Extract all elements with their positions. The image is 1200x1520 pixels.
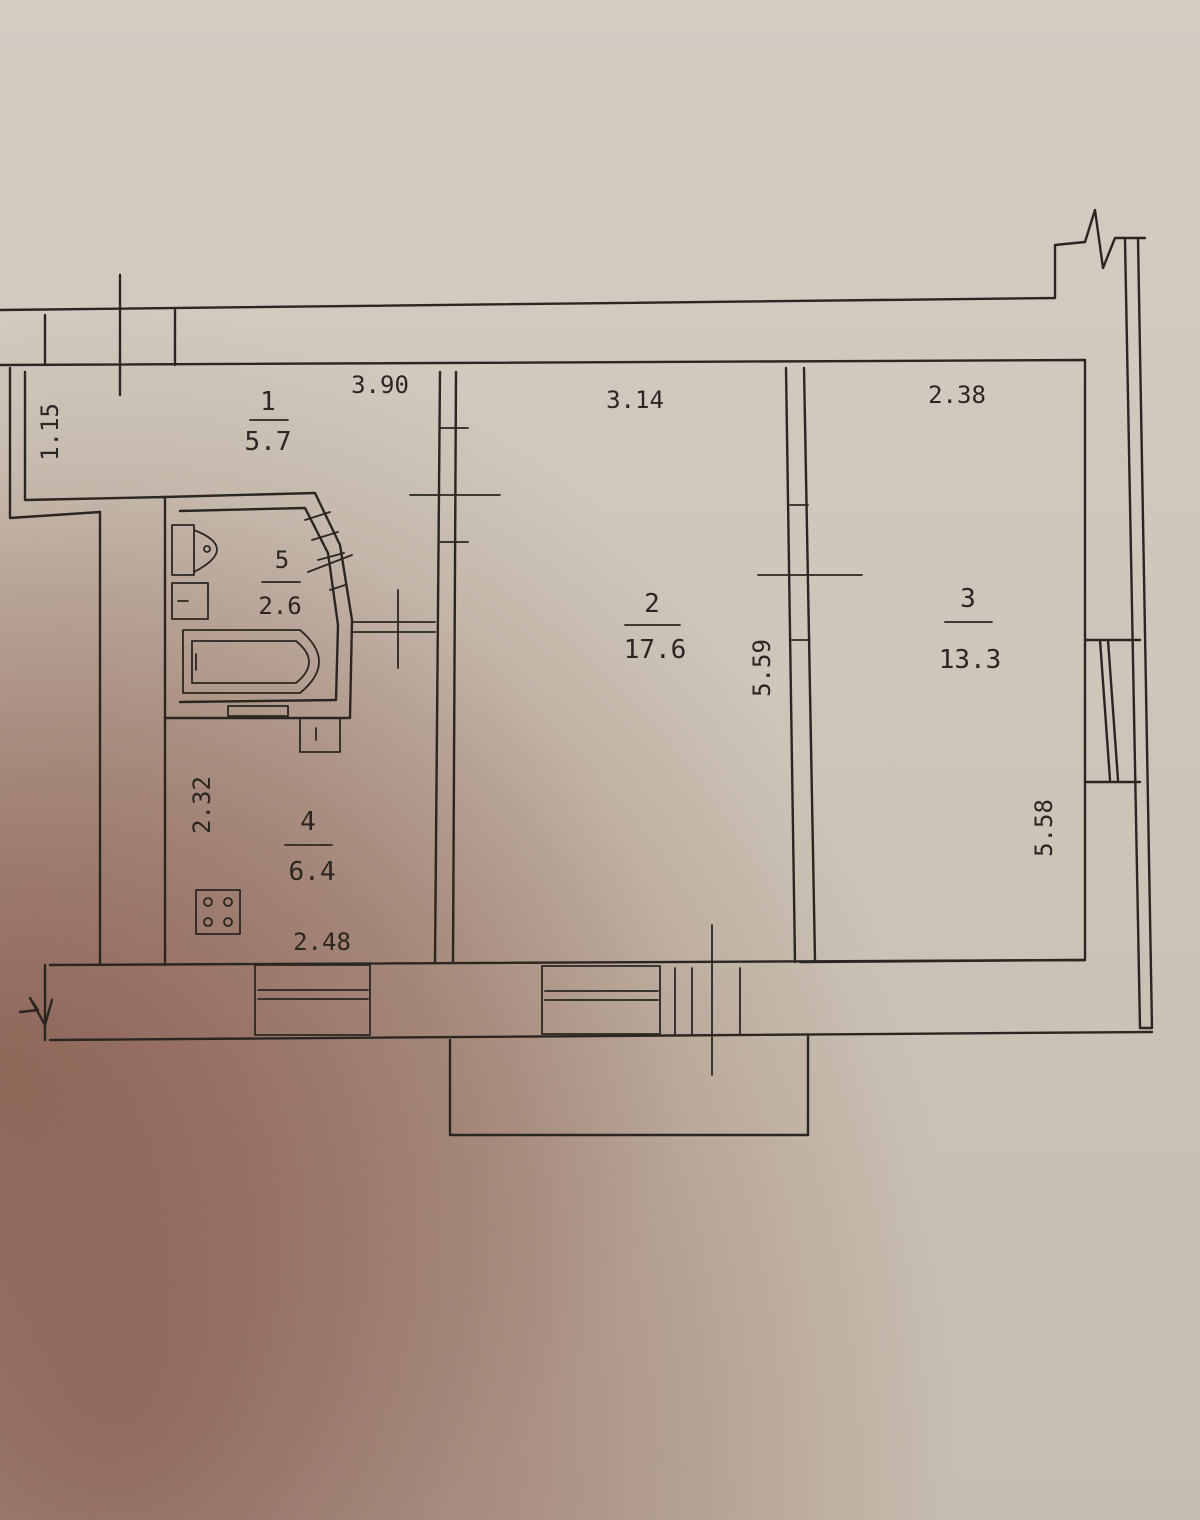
kitchen-window [254, 964, 371, 1036]
bathroom-door [351, 589, 436, 669]
room-2-number: 2 [644, 589, 660, 619]
balcony [448, 1034, 810, 1137]
toilet-icon [171, 524, 218, 576]
kitchen-width-dimension: 2.48 [293, 928, 351, 956]
room3-width-dimension: 2.38 [928, 381, 986, 409]
room-4-number: 4 [300, 807, 316, 837]
room-4-area: 6.4 [289, 857, 336, 887]
room2-window [541, 965, 661, 1035]
hall-width-dimension: 3.90 [351, 371, 409, 399]
room-4-label: 4 6.4 [284, 807, 336, 887]
bathroom-walls [163, 491, 354, 753]
hall-depth-dimension: 1.15 [36, 403, 64, 461]
room-1-area: 5.7 [245, 427, 292, 457]
balcony-door [674, 924, 741, 1076]
room-1-label: 1 5.7 [245, 387, 292, 457]
partition-wall-room2-room3 [757, 366, 863, 964]
room-5-number: 5 [275, 546, 289, 574]
room-2-area: 17.6 [624, 635, 687, 665]
room2-width-dimension: 3.14 [606, 386, 664, 414]
room-1-number: 1 [260, 387, 276, 417]
outer-walls [0, 208, 1154, 1042]
partition-wall-hall-room2 [409, 370, 501, 964]
room-5-label: 5 2.6 [258, 546, 301, 620]
sink-icon [171, 582, 209, 620]
kitchen-depth-dimension: 2.32 [188, 776, 216, 834]
room-2-label: 2 17.6 [624, 589, 687, 665]
room-3-label: 3 13.3 [939, 584, 1002, 675]
bathtub-icon [182, 629, 320, 694]
hall-walls [8, 273, 177, 967]
room2-length-dimension: 5.59 [748, 639, 776, 697]
room-3-area: 13.3 [939, 645, 1002, 675]
stove-icon [195, 889, 241, 935]
room3-length-dimension: 5.58 [1030, 799, 1058, 857]
room-5-area: 2.6 [258, 592, 301, 620]
room-3-number: 3 [960, 584, 976, 614]
